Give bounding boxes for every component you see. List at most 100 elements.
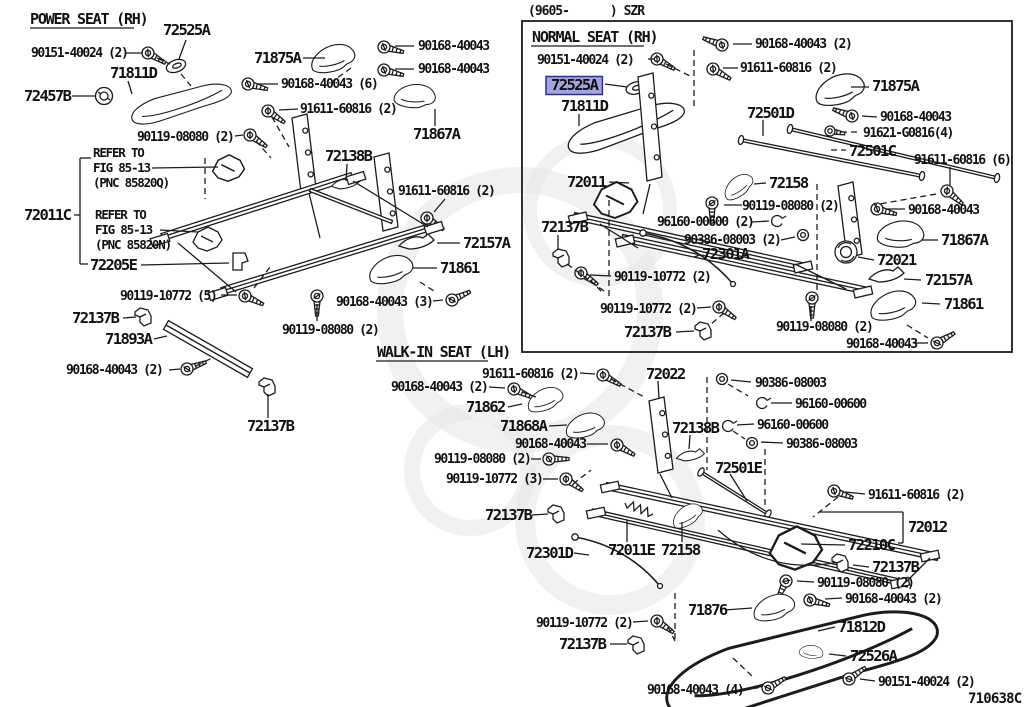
part-number-label[interactable]: 71893A [105, 330, 155, 348]
recliner-gear-icon [834, 240, 858, 264]
part-number-label[interactable]: 71861 [440, 259, 482, 277]
part-number-label[interactable]: 71867A [413, 125, 463, 143]
part-number-label[interactable]: 90168-40043 (2) [755, 37, 853, 52]
part-number-label[interactable]: 90168-40043 (6) [281, 77, 379, 92]
part-number-label[interactable]: 72301D [526, 544, 575, 562]
part-number-label[interactable]: 72137B [559, 635, 608, 653]
part-number-label[interactable]: 71876 [688, 601, 730, 619]
part-number-label[interactable]: 71861 [944, 295, 986, 313]
leader-line [140, 262, 230, 266]
part-number-label[interactable]: 72012 [908, 518, 950, 536]
part-number-label[interactable]: 90119-10772 (3) [446, 472, 544, 487]
part-number-label[interactable]: 91611-60816 (2) [398, 184, 496, 199]
part-number-label[interactable]: 72011 [567, 173, 609, 191]
part-number-label[interactable]: 72501C [849, 142, 898, 160]
part-number-label[interactable]: 72526A [850, 647, 900, 665]
part-number-label[interactable]: 90168-40043 [515, 437, 588, 452]
part-number-label[interactable]: 90168-40043 (4) [647, 683, 745, 698]
part-number-label[interactable]: 90119-08080 (2) [817, 576, 915, 591]
part-number-label[interactable]: 90119-08080 (2) [742, 199, 840, 214]
part-number-label-selected[interactable]: 72525A [551, 76, 601, 94]
part-number-label[interactable]: 90119-08080 (2) [282, 323, 380, 338]
part-number-label[interactable]: 72137B [541, 218, 590, 236]
part-number-label[interactable]: 72021 [877, 251, 919, 269]
part-number-label[interactable]: 91611-60816 (6) [914, 153, 1012, 168]
part-number-label[interactable]: 90168-40043 (3) [336, 295, 434, 310]
part-number-label[interactable]: 90151-40024 (2) [878, 675, 976, 690]
part-number-label[interactable]: 90119-08080 (2) [137, 130, 235, 145]
part-number-label[interactable]: 90119-10772 (5) [120, 289, 218, 304]
part-number-label[interactable]: 90119-08080 (2) [776, 320, 874, 335]
part-number-label[interactable]: 90119-10772 (2) [600, 302, 698, 317]
part-number-label[interactable]: 72137B [872, 558, 921, 576]
refer-note-line: (PNC 85820Q) [93, 175, 169, 190]
part-number-label[interactable]: 71875A [872, 77, 922, 95]
part-number-label[interactable]: 90168-40043 (2) [66, 363, 164, 378]
clip-icon [694, 321, 712, 341]
connecting-rod-icon [737, 134, 926, 182]
part-number-label[interactable]: 72301A [702, 245, 752, 263]
part-number-label[interactable]: 91611-60816 (2) [868, 488, 966, 503]
assembly-dash [665, 63, 693, 78]
part-number-label[interactable]: 90119-10772 (2) [536, 616, 634, 631]
part-number-label[interactable]: 90119-08080 (2) [434, 452, 532, 467]
part-number-label[interactable]: 72157A [463, 234, 513, 252]
part-number-label[interactable]: 72011C [24, 206, 73, 224]
part-number-label[interactable]: 90168-40043 [418, 62, 491, 77]
part-number-label[interactable]: 90168-40043 [846, 337, 919, 352]
part-number-label[interactable]: 72158 [661, 541, 703, 559]
part-number-label[interactable]: 71862 [466, 398, 508, 416]
cover-shield-icon [369, 254, 414, 285]
part-number-label[interactable]: 71811D [110, 64, 159, 82]
watermark-swirl [404, 404, 536, 536]
part-number-label[interactable]: 90386-08003 (2) [684, 233, 782, 248]
part-number-label[interactable]: 72137B [247, 417, 296, 435]
part-number-label[interactable]: 90386-08003 [755, 376, 828, 391]
part-number-label[interactable]: 72011E [608, 541, 657, 559]
part-number-label[interactable]: 72525A [163, 21, 213, 39]
part-number-label[interactable]: 72138B [325, 147, 374, 165]
part-number-label[interactable]: 90168-40043 [418, 39, 491, 54]
part-number-label[interactable]: 90151-40024 (2) [537, 53, 635, 68]
part-number-label[interactable]: 72138B [672, 419, 721, 437]
part-number-label[interactable]: 72157A [925, 271, 975, 289]
part-number-label[interactable]: 71875A [254, 49, 304, 67]
rail-center-line [165, 324, 251, 374]
seat-valance-icon [665, 610, 939, 707]
leader-line [794, 263, 847, 290]
part-number-label[interactable]: 91611-60816 (2) [482, 367, 580, 382]
leader-line [844, 491, 866, 495]
part-number-label[interactable]: 91611-60816 (2) [300, 102, 398, 117]
part-number-label[interactable]: 71812D [838, 618, 887, 636]
screw-icon [870, 202, 898, 217]
part-number-label[interactable]: 72158 [769, 174, 811, 192]
part-number-label[interactable]: 72022 [646, 365, 688, 383]
part-number-label[interactable]: 72137B [72, 309, 121, 327]
part-number-label[interactable]: 90168-40043 [908, 203, 981, 218]
part-number-label[interactable]: 72137B [485, 506, 534, 524]
part-number-label[interactable]: 90168-40043 (2) [845, 592, 943, 607]
part-number-label[interactable]: 72457B [24, 87, 73, 105]
part-number-label[interactable]: 90168-40043 [880, 110, 953, 125]
part-number-label[interactable]: 90168-40043 (2) [391, 380, 489, 395]
part-number-label[interactable]: 72501D [747, 104, 796, 122]
part-number-label[interactable]: 96160-00600 (2) [657, 215, 755, 230]
part-number-label[interactable]: 72205E [90, 256, 139, 274]
part-number-label[interactable]: 90119-10772 (2) [614, 270, 712, 285]
screw-icon [701, 36, 729, 52]
part-number-label[interactable]: 96160-00600 [795, 397, 869, 412]
part-number-label[interactable]: 72137B [624, 323, 673, 341]
part-number-label[interactable]: 71811D [561, 97, 610, 115]
part-number-label[interactable]: 90151-40024 (2) [31, 46, 129, 61]
part-number-label[interactable]: 72501E [715, 459, 764, 477]
part-number-label[interactable]: 71867A [941, 231, 991, 249]
part-number-label[interactable]: 91621-G0816(4) [863, 126, 954, 141]
part-number-label[interactable]: 90386-08003 [786, 437, 859, 452]
rail-center-line [605, 485, 939, 558]
part-number-label[interactable]: 91611-60816 (2) [740, 61, 838, 76]
leader-line [531, 513, 549, 516]
part-number-label[interactable]: 72210C [848, 536, 897, 554]
part-number-label[interactable]: 71868A [500, 417, 550, 435]
part-number-label[interactable]: 96160-00600 [757, 418, 831, 433]
